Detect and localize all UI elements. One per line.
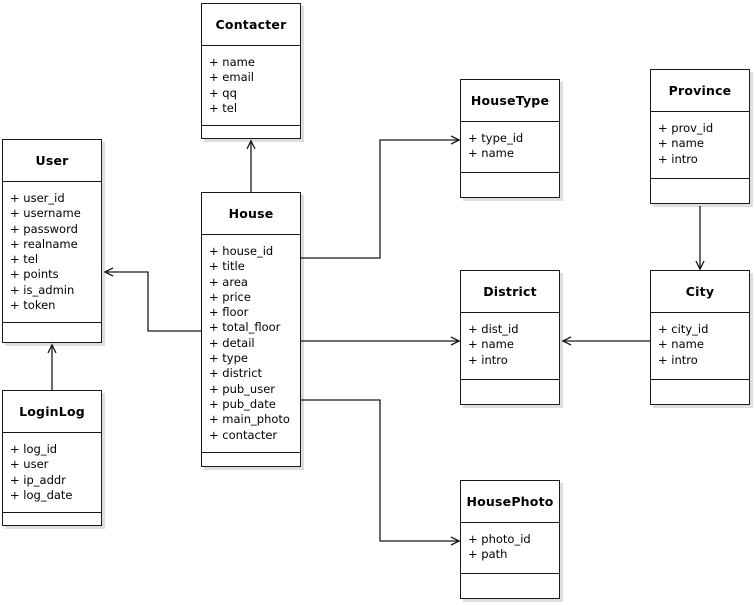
class-operations-district [461, 380, 559, 404]
class-attributes-city: + city_id+ name+ intro [651, 313, 749, 380]
edge-house-housetype [301, 135, 461, 259]
class-operations-city [651, 380, 749, 404]
class-box-user[interactable]: User+ user_id+ username+ password+ realn… [2, 139, 102, 343]
class-box-house[interactable]: House+ house_id+ title+ area+ price+ flo… [201, 192, 301, 467]
attribute-row: + user [10, 457, 49, 472]
class-attributes-housetype: + type_id+ name [461, 122, 559, 173]
class-name-housephoto: HousePhoto [461, 481, 559, 523]
attribute-row: + tel [209, 100, 238, 115]
attribute-row: + tel [10, 252, 39, 267]
attribute-row: + city_id [658, 322, 709, 336]
class-attributes-province: + prov_id+ name+ intro [651, 112, 749, 179]
attribute-row: + intro [658, 151, 698, 166]
attribute-row: + contacter [209, 427, 278, 442]
attribute-row: + pub_user [209, 381, 276, 396]
attribute-row: + email [209, 70, 255, 85]
class-operations-user [3, 323, 101, 347]
class-operations-housephoto [461, 574, 559, 598]
attribute-row: + name [658, 136, 704, 151]
class-name-user: User [3, 140, 101, 182]
attribute-row: + main_photo [209, 412, 290, 427]
class-operations-contacter [202, 126, 300, 150]
attribute-row: + pub_date [209, 396, 276, 411]
class-attributes-contacter: + name+ email+ qq+ tel [202, 46, 300, 127]
class-box-housephoto[interactable]: HousePhoto+ photo_id+ path [460, 480, 560, 599]
attribute-row: + name [468, 337, 514, 352]
attribute-row: + ip_addr [10, 472, 66, 487]
attribute-row: + type [209, 351, 248, 366]
attribute-row: + path [468, 547, 508, 562]
class-box-loginlog[interactable]: LoginLog+ log_id+ user+ ip_addr+ log_dat… [2, 390, 102, 526]
attribute-row: + realname [10, 236, 78, 251]
attribute-row: + qq [209, 85, 237, 100]
class-operations-province [651, 179, 749, 203]
attribute-row: + user_id [10, 191, 65, 205]
class-operations-housetype [461, 173, 559, 197]
attribute-row: + intro [658, 352, 698, 367]
attribute-row: + area [209, 274, 248, 289]
class-name-house: House [202, 193, 300, 235]
edge-house-user [103, 267, 201, 332]
class-attributes-user: + user_id+ username+ password+ realname+… [3, 182, 101, 324]
attribute-row: + token [10, 298, 56, 313]
attribute-row: + photo_id [468, 532, 531, 546]
class-name-district: District [461, 271, 559, 313]
attribute-row: + price [209, 289, 251, 304]
class-name-contacter: Contacter [202, 4, 300, 46]
attribute-row: + name [209, 55, 255, 69]
class-name-loginlog: LoginLog [3, 391, 101, 433]
attribute-row: + dist_id [468, 322, 519, 336]
class-box-province[interactable]: Province+ prov_id+ name+ intro [650, 69, 750, 204]
class-operations-loginlog [3, 513, 101, 537]
attribute-row: + type_id [468, 131, 524, 145]
attribute-row: + intro [468, 352, 508, 367]
attribute-row: + detail [209, 335, 255, 350]
class-name-housetype: HouseType [461, 80, 559, 122]
class-box-city[interactable]: City+ city_id+ name+ intro [650, 270, 750, 405]
attribute-row: + total_floor [209, 320, 281, 335]
attribute-row: + district [209, 366, 263, 381]
class-attributes-house: + house_id+ title+ area+ price+ floor+ t… [202, 235, 300, 453]
class-operations-house [202, 453, 300, 477]
class-attributes-housephoto: + photo_id+ path [461, 523, 559, 574]
class-box-housetype[interactable]: HouseType+ type_id+ name [460, 79, 560, 198]
class-name-city: City [651, 271, 749, 313]
class-attributes-district: + dist_id+ name+ intro [461, 313, 559, 380]
attribute-row: + title [209, 259, 245, 274]
attribute-row: + name [468, 146, 514, 161]
class-box-district[interactable]: District+ dist_id+ name+ intro [460, 270, 560, 405]
class-attributes-loginlog: + log_id+ user+ ip_addr+ log_date [3, 433, 101, 514]
attribute-row: + prov_id [658, 121, 714, 135]
attribute-row: + points [10, 267, 59, 282]
attribute-row: + house_id [209, 244, 274, 258]
attribute-row: + password [10, 221, 78, 236]
edge-house-housephoto [301, 399, 461, 546]
class-box-contacter[interactable]: Contacter+ name+ email+ qq+ tel [201, 3, 301, 139]
class-name-province: Province [651, 70, 749, 112]
attribute-row: + username [10, 206, 81, 221]
attribute-row: + floor [209, 305, 249, 320]
attribute-row: + log_date [10, 487, 73, 502]
attribute-row: + is_admin [10, 282, 75, 297]
attribute-row: + log_id [10, 442, 58, 456]
attribute-row: + name [658, 337, 704, 352]
